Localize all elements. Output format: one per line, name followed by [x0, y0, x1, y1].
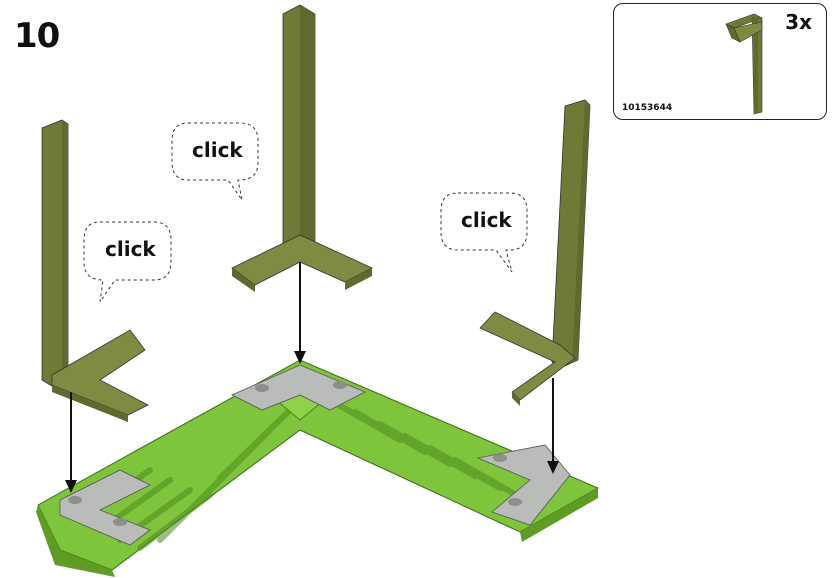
- leg-left: [41, 119, 149, 422]
- step-number: 10: [14, 16, 60, 56]
- click-label-right: click: [461, 208, 512, 232]
- insert-arrow-right: [547, 378, 559, 474]
- click-bubble-right: [440, 192, 528, 273]
- click-bubble-left: [83, 221, 172, 303]
- click-label-left: click: [105, 237, 156, 261]
- insert-arrow-center: [294, 262, 306, 364]
- leg-center: [231, 4, 373, 292]
- leg-right: [479, 99, 591, 406]
- insert-arrow-left: [65, 392, 77, 493]
- corner-clip-center: [231, 364, 366, 411]
- leg-part-icon: [725, 13, 763, 115]
- part-number: 10153644: [622, 103, 673, 113]
- parts-quantity: 3x: [785, 10, 812, 34]
- click-bubble-center: [171, 122, 259, 201]
- corner-clip-left: [59, 469, 151, 546]
- parts-callout-box: 3x 10153644: [613, 3, 827, 120]
- click-label-center: click: [192, 138, 243, 162]
- corner-clip-right: [476, 444, 571, 526]
